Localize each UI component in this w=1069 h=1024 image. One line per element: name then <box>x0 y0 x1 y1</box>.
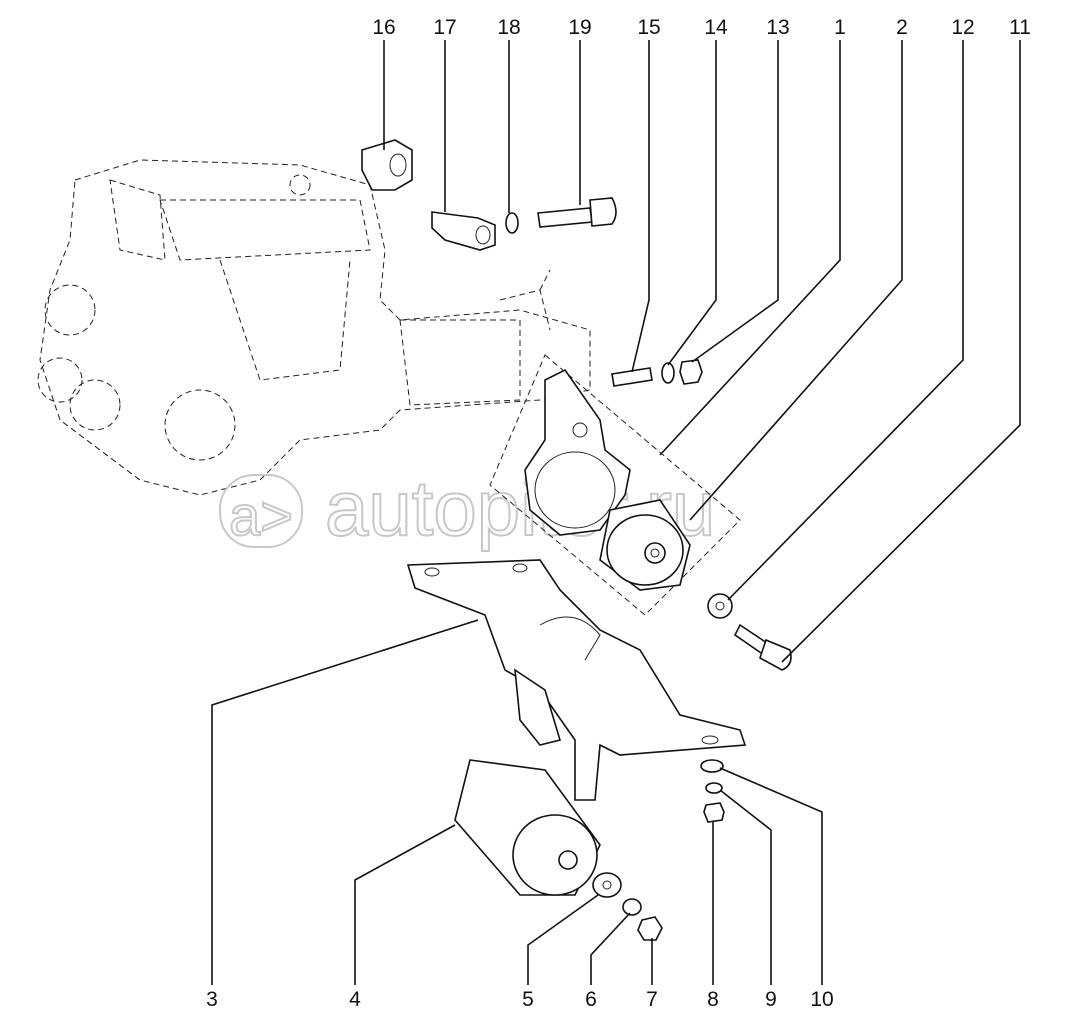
callout-18: 18 <box>497 16 520 39</box>
engine-outline <box>37 159 591 496</box>
callout-12: 12 <box>951 16 974 39</box>
leader-lines <box>211 40 1021 985</box>
part-16-bracket <box>361 139 413 191</box>
part-18-washer <box>505 212 519 234</box>
part-14-washer <box>661 362 675 384</box>
watermark-logo-icon <box>219 474 303 548</box>
callout-6: 6 <box>585 988 597 1011</box>
callout-11: 11 <box>1009 16 1031 39</box>
callout-16: 16 <box>372 16 395 39</box>
callout-14: 14 <box>704 16 728 39</box>
callout-2: 2 <box>896 16 908 39</box>
part-7-nut <box>637 916 663 941</box>
part-8-nut <box>703 802 725 823</box>
callout-15: 15 <box>637 16 660 39</box>
top-callouts: 16 17 18 19 15 14 13 1 2 12 11 <box>372 16 1031 39</box>
part-6-spring-washer <box>622 898 642 916</box>
callout-19: 19 <box>568 16 591 39</box>
part-10-washer <box>700 759 724 773</box>
part-9-spring-washer <box>705 782 723 794</box>
part-2-silent-block <box>599 499 691 591</box>
callout-8: 8 <box>707 988 719 1011</box>
callout-1: 1 <box>834 16 846 39</box>
watermark-logo: a> <box>229 484 293 547</box>
part-5-washer <box>592 872 622 898</box>
bottom-callouts: 3 4 5 6 7 8 9 10 <box>206 988 834 1011</box>
callout-17: 17 <box>433 16 456 39</box>
part-13-nut <box>679 359 703 385</box>
callout-3: 3 <box>206 988 218 1011</box>
part-19-bolt <box>537 197 617 228</box>
callout-10: 10 <box>810 988 833 1011</box>
part-17-bracket <box>431 211 496 251</box>
callout-13: 13 <box>766 16 789 39</box>
callout-5: 5 <box>522 988 534 1011</box>
part-12-washer <box>707 593 733 619</box>
part-3-support <box>406 559 747 801</box>
callout-9: 9 <box>765 988 777 1011</box>
callout-7: 7 <box>646 988 658 1011</box>
part-11-bolt <box>733 623 792 671</box>
callout-4: 4 <box>349 988 361 1011</box>
part-15-stud <box>611 367 653 387</box>
part-4-silent-block <box>454 759 601 896</box>
